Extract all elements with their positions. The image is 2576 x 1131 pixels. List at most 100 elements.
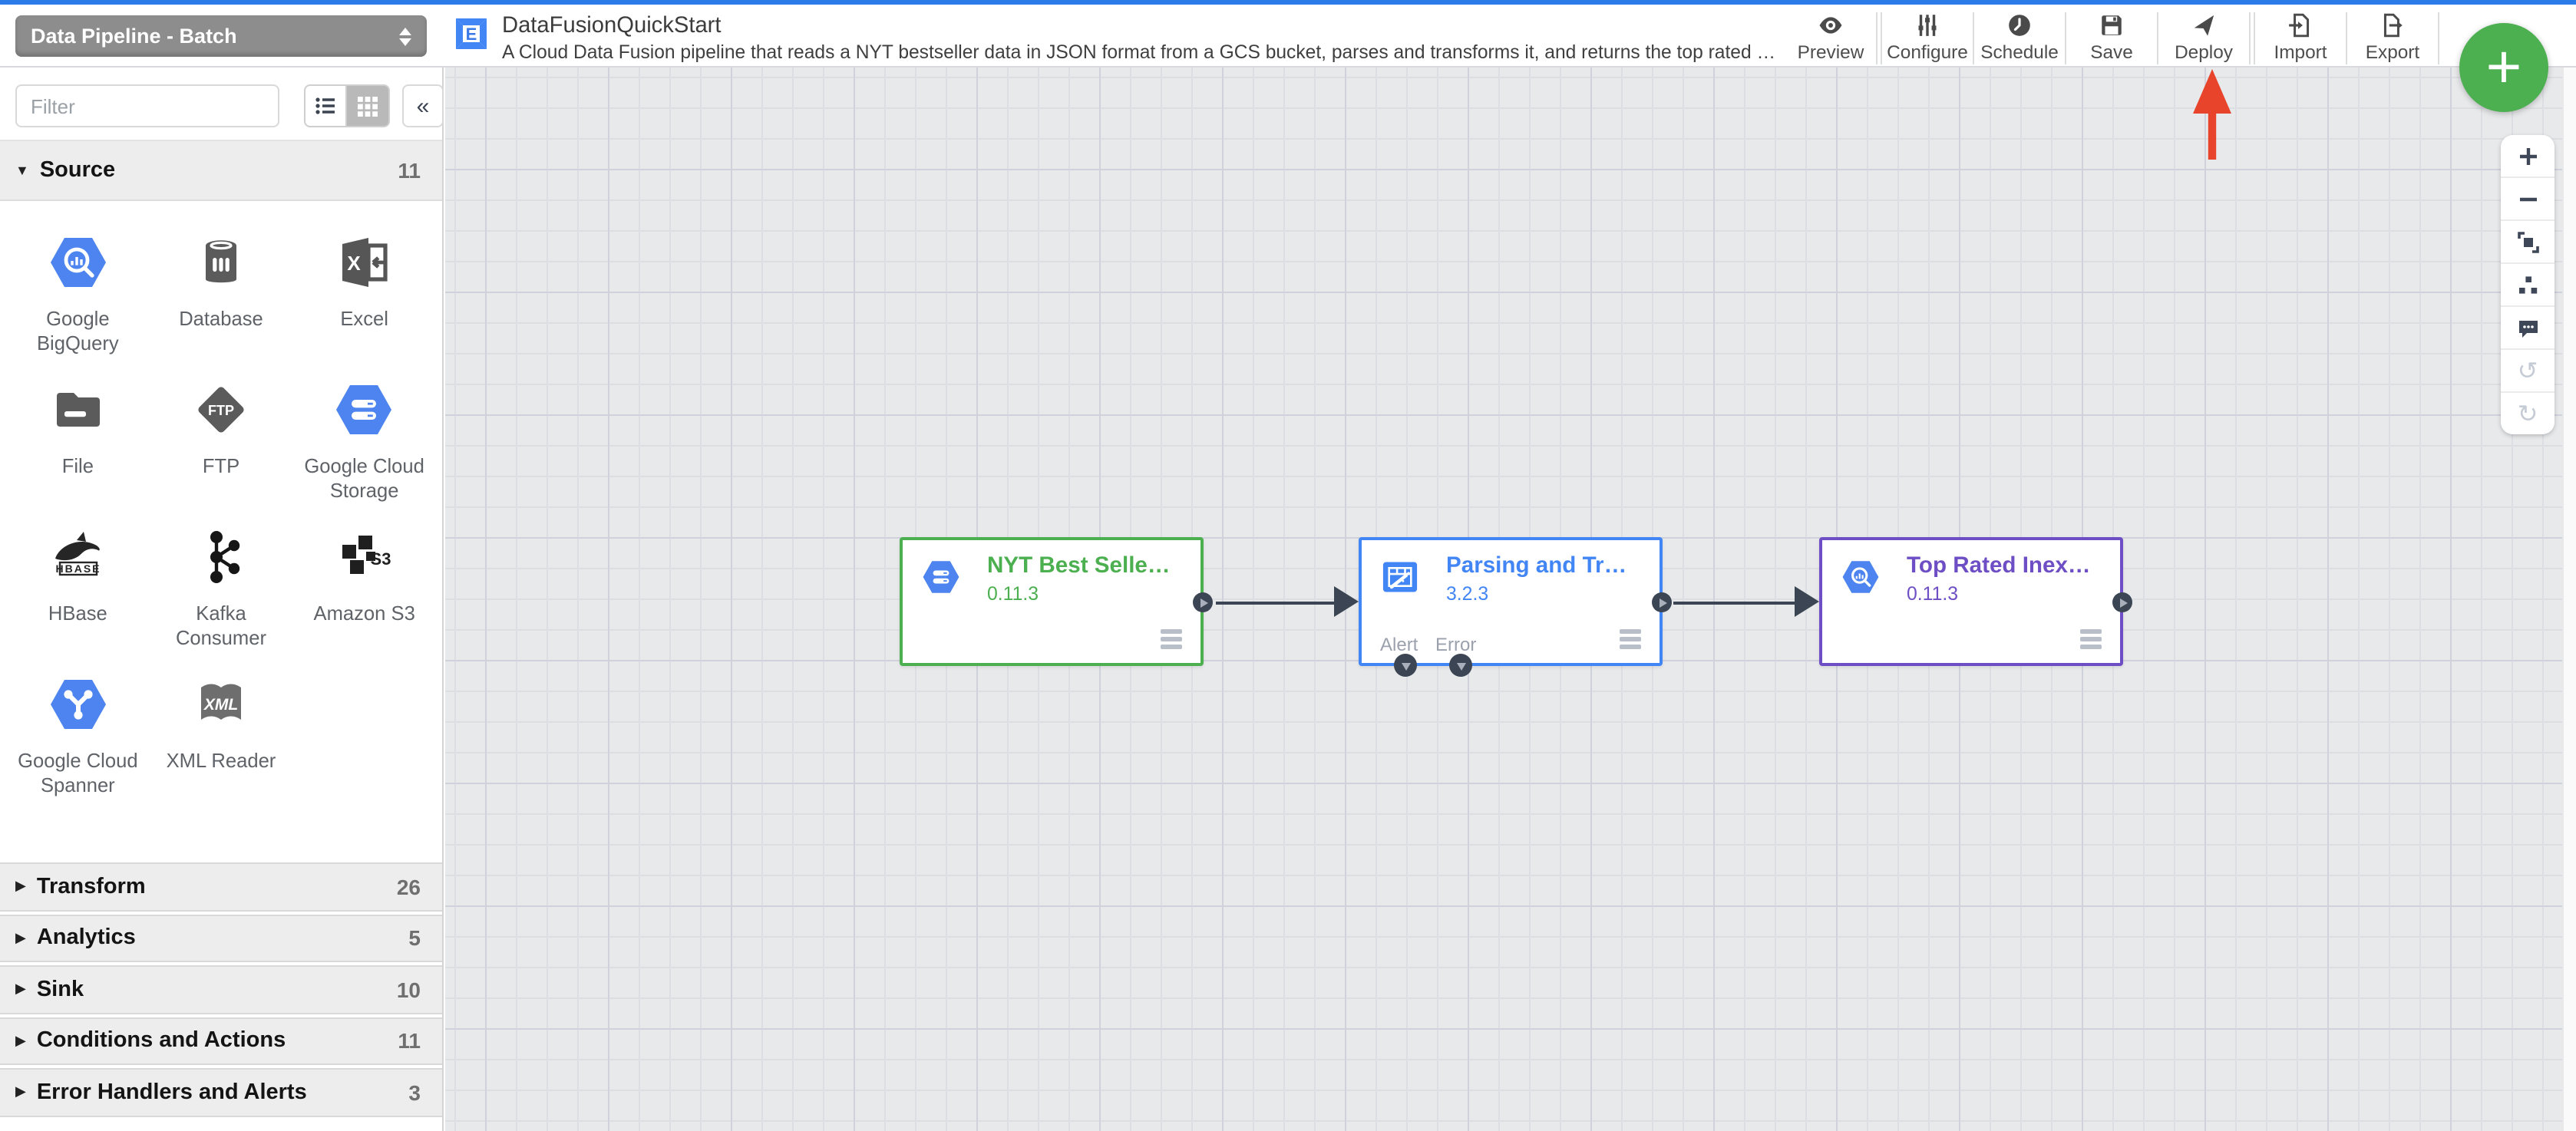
plugin-google-cloud-spanner[interactable]: Google Cloud Spanner	[6, 674, 150, 798]
schedule-button[interactable]: Schedule	[1974, 5, 2065, 66]
node-version: 0.11.3	[1907, 583, 1959, 605]
fit-to-screen-icon	[2517, 231, 2538, 252]
paper-plane-icon	[2194, 15, 2214, 36]
svg-text:X: X	[348, 252, 362, 275]
chevron-right-icon: ▶	[15, 929, 26, 945]
section-count: 3	[408, 1080, 421, 1105]
chevron-right-icon: ▶	[15, 1083, 26, 1100]
section-count: 26	[396, 874, 421, 899]
list-icon	[315, 97, 335, 114]
pipeline-title: DataFusionQuickStart	[502, 14, 722, 38]
plugin-amazon-s3[interactable]: S3 Amazon S3	[292, 526, 436, 651]
connection-node2-node3[interactable]	[1673, 601, 1796, 604]
pipeline-type-select[interactable]: Data Pipeline - Batch	[15, 15, 427, 57]
connection-node1-node2[interactable]	[1216, 601, 1336, 604]
right-edge-gutter	[2562, 68, 2576, 1131]
save-button[interactable]: Save	[2066, 5, 2157, 66]
sliders-icon	[1918, 15, 1937, 36]
zoom-in-button[interactable]	[2501, 135, 2555, 178]
play-icon	[1660, 598, 1667, 607]
export-button[interactable]: Export	[2347, 5, 2438, 66]
node-menu-button[interactable]	[1620, 629, 1641, 648]
node-title: NYT Best Selle…	[987, 554, 1171, 579]
plugin-google-cloud-storage[interactable]: Google Cloud Storage	[292, 379, 436, 503]
bigquery-icon	[1842, 561, 1879, 593]
section-header-analytics[interactable]: ▶ Analytics 5	[0, 914, 442, 962]
plugin-sidebar: « ▼ Source 11 Google BigQuery	[0, 68, 444, 1131]
undo-icon: ↺	[2517, 358, 2538, 384]
caret-down-icon	[1401, 663, 1410, 671]
add-entity-button[interactable]: +	[2459, 23, 2548, 112]
node-parsing-and-transform[interactable]: Parsing and Tr… 3.2.3 Alert Error	[1334, 537, 1672, 677]
svg-text:HBASE: HBASE	[55, 562, 101, 575]
node-nyt-best-sellers[interactable]: NYT Best Selle… 0.11.3	[900, 537, 1213, 666]
plugin-excel[interactable]: X Excel	[292, 232, 436, 356]
node-version: 0.11.3	[987, 583, 1039, 605]
fit-to-screen-button[interactable]	[2501, 221, 2555, 264]
zoom-out-button[interactable]	[2501, 178, 2555, 221]
toolbar-separator	[2157, 12, 2158, 64]
eye-icon	[1819, 17, 1842, 34]
plugin-database[interactable]: Database	[150, 232, 293, 356]
deploy-button[interactable]: Deploy	[2158, 5, 2249, 66]
svg-text:FTP: FTP	[208, 403, 234, 418]
list-view-button[interactable]	[304, 84, 347, 127]
filter-input[interactable]	[15, 84, 279, 127]
database-icon	[205, 240, 236, 283]
wrangler-icon	[1382, 562, 1418, 592]
node-title: Parsing and Tr…	[1446, 554, 1627, 579]
toolbar-separator	[2249, 12, 2251, 64]
floppy-icon	[2102, 15, 2122, 35]
minus-icon	[2519, 196, 2536, 201]
node-menu-button[interactable]	[1161, 629, 1182, 648]
section-header-sink[interactable]: ▶ Sink 10	[0, 965, 442, 1014]
plugin-file[interactable]: File	[6, 379, 150, 503]
import-button[interactable]: Import	[2255, 5, 2346, 66]
preview-button[interactable]: Preview	[1785, 5, 1876, 66]
gcs-icon	[923, 561, 959, 593]
pipeline-meta[interactable]: DataFusionQuickStart A Cloud Data Fusion…	[502, 12, 1779, 64]
plugin-hbase[interactable]: HBASE HBase	[6, 526, 150, 651]
section-count: 10	[396, 977, 421, 1002]
alert-port[interactable]	[1394, 654, 1417, 677]
node-top-rated-inexpensive[interactable]: Top Rated Inex… 0.11.3	[1795, 537, 2132, 666]
section-count: 11	[398, 1028, 421, 1054]
category-list: ▶ Transform 26 ▶ Analytics 5 ▶ Sink 10 ▶…	[0, 862, 442, 1119]
auto-align-button[interactable]	[2501, 264, 2555, 307]
output-port[interactable]	[1652, 592, 1672, 612]
plugin-google-bigquery[interactable]: Google BigQuery	[6, 232, 150, 356]
bigquery-icon	[50, 238, 106, 287]
error-port[interactable]	[1449, 654, 1472, 677]
ftp-icon: FTP	[198, 387, 244, 433]
plugin-xml-reader[interactable]: XML XML Reader	[150, 674, 293, 798]
plugin-kafka-consumer[interactable]: Kafka Consumer	[150, 526, 293, 651]
output-port[interactable]	[1193, 592, 1213, 612]
section-header-transform[interactable]: ▶ Transform 26	[0, 862, 442, 911]
collapse-sidebar-button[interactable]: «	[402, 84, 444, 127]
output-port[interactable]	[2112, 592, 2132, 612]
node-menu-button[interactable]	[2080, 629, 2102, 648]
grid-icon	[358, 96, 378, 116]
error-port-label: Error	[1435, 634, 1477, 655]
node-version: 3.2.3	[1446, 583, 1489, 605]
app-header: Data Pipeline - Batch E DataFusionQuickS…	[0, 5, 2576, 68]
pipeline-type-value: Data Pipeline - Batch	[31, 25, 237, 48]
section-count: 11	[398, 158, 421, 183]
configure-button[interactable]: Configure	[1882, 5, 1973, 66]
grid-view-button[interactable]	[347, 84, 390, 127]
undo-button[interactable]: ↺	[2501, 350, 2555, 393]
section-header-conditions-and-actions[interactable]: ▶ Conditions and Actions 11	[0, 1017, 442, 1065]
folder-icon	[56, 392, 100, 427]
redo-button[interactable]: ↻	[2501, 393, 2555, 434]
section-header-source[interactable]: ▼ Source 11	[0, 141, 442, 201]
pipeline-canvas[interactable]	[445, 68, 2564, 1131]
kafka-icon	[210, 530, 240, 583]
excel-icon: X	[342, 238, 388, 287]
section-header-error-handlers-and-alerts[interactable]: ▶ Error Handlers and Alerts 3	[0, 1068, 442, 1116]
input-port-arrow-icon	[1334, 586, 1359, 617]
plugin-ftp[interactable]: FTP FTP	[150, 379, 293, 503]
comment-button[interactable]	[2501, 307, 2555, 350]
chevron-right-icon: ▶	[15, 1032, 26, 1048]
toolbar-separator	[1881, 12, 1882, 64]
section-count: 5	[408, 925, 421, 951]
